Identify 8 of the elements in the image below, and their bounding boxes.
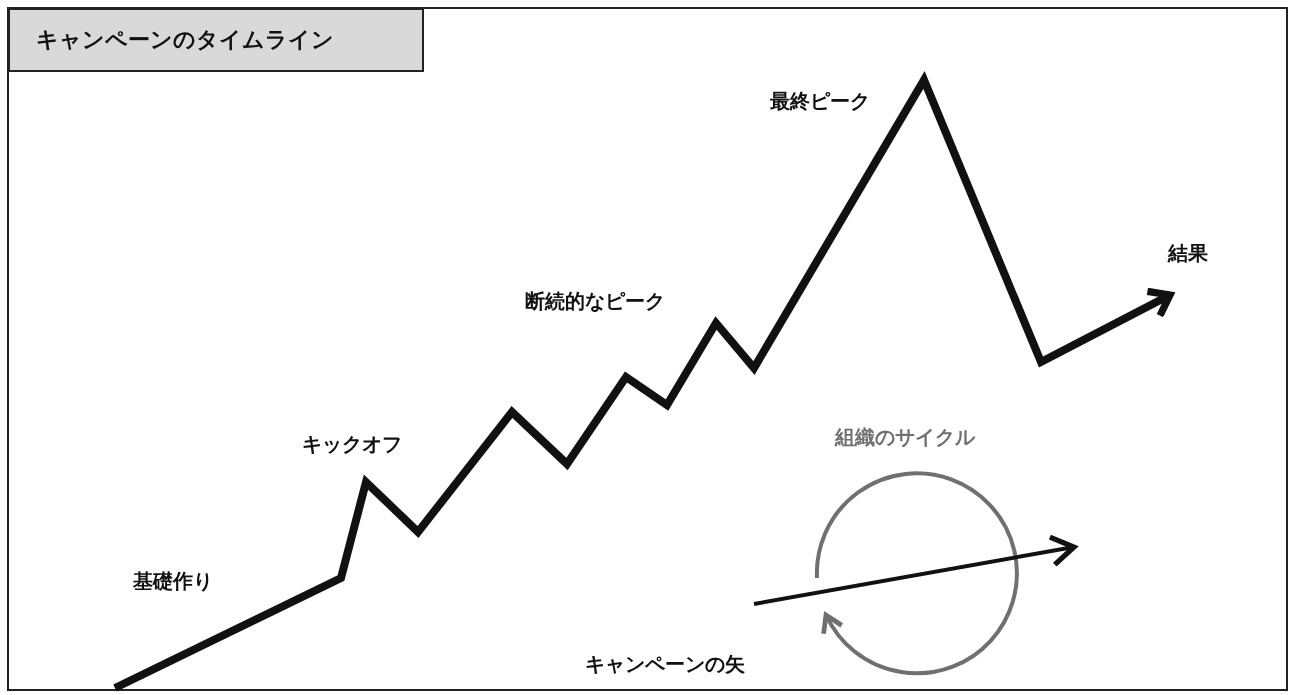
phase-label: キャンペーンの矢 xyxy=(585,651,745,678)
phase-label: 組織のサイクル xyxy=(835,424,975,451)
phase-label: 断続的なピーク xyxy=(525,288,665,315)
phase-label: キックオフ xyxy=(302,431,402,458)
phase-label: 結果 xyxy=(1168,240,1208,267)
phase-label: 基礎作り xyxy=(133,568,213,595)
phase-label: 最終ピーク xyxy=(770,88,870,115)
title-banner: キャンペーンのタイムライン xyxy=(8,8,424,72)
